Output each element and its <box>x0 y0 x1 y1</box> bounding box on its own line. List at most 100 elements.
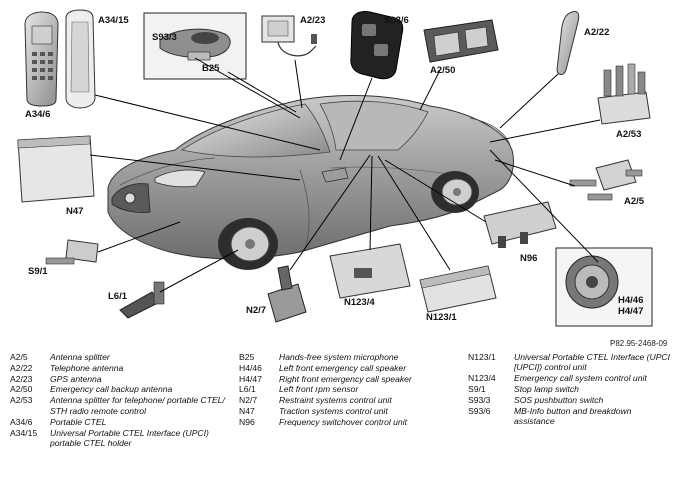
backup-antenna <box>423 19 499 63</box>
legend-code <box>10 406 50 416</box>
gps-antenna <box>261 15 317 57</box>
portable-ctel-phone <box>24 11 59 107</box>
legend-row: A34/15 Universal Portable CTEL Interface … <box>10 428 232 449</box>
upci-control-unit <box>419 265 497 313</box>
rpm-sensor <box>119 281 165 319</box>
legend-code: A2/5 <box>10 352 28 362</box>
traction-control-unit <box>17 135 95 203</box>
legend-row: N96 Frequency switchover control unit <box>239 417 461 427</box>
legend-code: L6/1 <box>239 384 256 395</box>
legend-row: A2/5 Antenna splitter <box>10 352 232 362</box>
legend-description: Antenna splitter for telephone/ portable… <box>50 395 225 406</box>
figure-reference: P82.95-2468-09 <box>610 339 668 348</box>
legend-row: B25 Hands-free system microphone <box>239 352 461 362</box>
legend-code: N123/4 <box>468 373 496 384</box>
label-s93-6: S93/6 <box>384 15 409 26</box>
legend-code: H4/46 <box>239 362 262 373</box>
legend-row: A2/22 Telephone antenna <box>10 363 232 373</box>
label-h4-47: H4/47 <box>618 306 643 317</box>
legend-row: STH radio remote control <box>10 406 232 416</box>
label-s93-3: S93/3 <box>152 32 177 43</box>
legend-description: Antenna splitter <box>50 352 110 362</box>
legend-description: Traction systems control unit <box>279 406 388 417</box>
label-h4-46: H4/46 <box>618 295 643 306</box>
legend-code: A2/23 <box>10 373 33 384</box>
legend-description: SOS pushbutton switch <box>514 394 604 405</box>
legend-code: N96 <box>239 416 255 427</box>
label-a34-6: A34/6 <box>25 109 50 120</box>
legend-row: A2/50 Emergency call backup antenna <box>10 384 232 394</box>
label-n96: N96 <box>520 253 537 264</box>
label-b25: B25 <box>202 63 220 74</box>
legend-code: A2/50 <box>10 384 33 395</box>
legend-row: N47 Traction systems control unit <box>239 406 461 416</box>
legend-row: N123/1 Universal Portable CTEL Interface … <box>468 352 673 373</box>
ctel-holder <box>65 9 96 109</box>
mb-info-button <box>350 11 404 80</box>
legend-row: S93/3 SOS pushbutton switch <box>468 395 673 405</box>
label-a2-22: A2/22 <box>584 27 609 38</box>
legend-column-3: N123/1 Universal Portable CTEL Interface … <box>468 352 673 427</box>
restraint-systems-control-unit <box>267 265 307 323</box>
label-a2-5: A2/5 <box>624 196 645 207</box>
antenna-splitter-telephone <box>597 63 651 125</box>
label-a2-23: A2/23 <box>300 15 325 26</box>
legend-description: STH radio remote control <box>50 406 146 417</box>
legend-description: Emergency call backup antenna <box>50 384 173 395</box>
legend-description: Universal Portable CTEL Interface (UPCI)… <box>50 427 209 448</box>
legend-code: A2/22 <box>10 362 33 373</box>
frequency-switchover-unit <box>483 201 557 248</box>
legend-description: Universal Portable CTEL Interface (UPCI … <box>514 352 671 373</box>
legend-row: A2/23 GPS antenna <box>10 374 232 384</box>
legend-code: S9/1 <box>468 383 486 394</box>
legend-code: A2/53 <box>10 395 33 406</box>
label-l6-1: L6/1 <box>108 291 128 302</box>
legend-description: Stop lamp switch <box>514 383 579 394</box>
legend-description: Portable CTEL <box>50 416 107 427</box>
legend-code: S93/3 <box>468 394 491 405</box>
legend-description: Emergency call system control unit <box>514 373 647 384</box>
emergency-call-speaker-inset <box>555 247 653 327</box>
legend-description: Right front emergency call speaker <box>279 373 412 384</box>
label-n123-4: N123/4 <box>344 297 375 308</box>
label-s9-1: S9/1 <box>28 266 48 277</box>
legend-row: A2/53 Antenna splitter for telephone/ por… <box>10 395 232 405</box>
telephone-antenna <box>556 11 580 75</box>
legend-code: N47 <box>239 406 255 417</box>
label-a2-53: A2/53 <box>616 129 641 140</box>
legend-code: A34/6 <box>10 416 33 427</box>
legend-row: H4/47 Right front emergency call speaker <box>239 374 461 384</box>
component-location-diagram: A34/15 A34/6 S93/3 B25 A2/23 S93/6 A2/50… <box>17 9 653 327</box>
emergency-call-control-unit <box>329 243 411 299</box>
legend-description: Restraint systems control unit <box>279 395 392 406</box>
label-a34-15: A34/15 <box>98 15 129 26</box>
label-a2-50: A2/50 <box>430 65 455 76</box>
legend-row: N2/7 Restraint systems control unit <box>239 395 461 405</box>
label-n2-7: N2/7 <box>246 305 266 316</box>
legend-description: Left front emergency call speaker <box>279 362 407 373</box>
legend-code: A34/15 <box>10 427 38 438</box>
label-n47: N47 <box>66 206 83 217</box>
legend-description: Left front rpm sensor <box>279 384 359 395</box>
legend-row: A34/6 Portable CTEL <box>10 417 232 427</box>
legend-row: H4/46 Left front emergency call speaker <box>239 363 461 373</box>
legend-code: N2/7 <box>239 395 258 406</box>
legend-row: N123/4 Emergency call system control unit <box>468 373 673 383</box>
sos-switch-microphone-inset <box>143 12 247 80</box>
legend-description: GPS antenna <box>50 373 102 384</box>
legend-description: Telephone antenna <box>50 362 124 373</box>
legend-description: Frequency switchover control unit <box>279 416 408 427</box>
legend-code: N123/1 <box>468 352 496 362</box>
legend-code: S93/6 <box>468 405 491 416</box>
legend-row: S93/6 MB-Info button and breakdown assist… <box>468 406 673 427</box>
antenna-splitter <box>569 159 643 201</box>
legend-description: Hands-free system microphone <box>279 352 399 362</box>
legend-code: H4/47 <box>239 373 262 384</box>
legend-description: MB-Info button and breakdown assistance <box>514 405 632 426</box>
legend-code: B25 <box>239 352 255 362</box>
legend-row: L6/1 Left front rpm sensor <box>239 384 461 394</box>
legend-row: S9/1 Stop lamp switch <box>468 384 673 394</box>
leader-lines <box>89 57 601 293</box>
